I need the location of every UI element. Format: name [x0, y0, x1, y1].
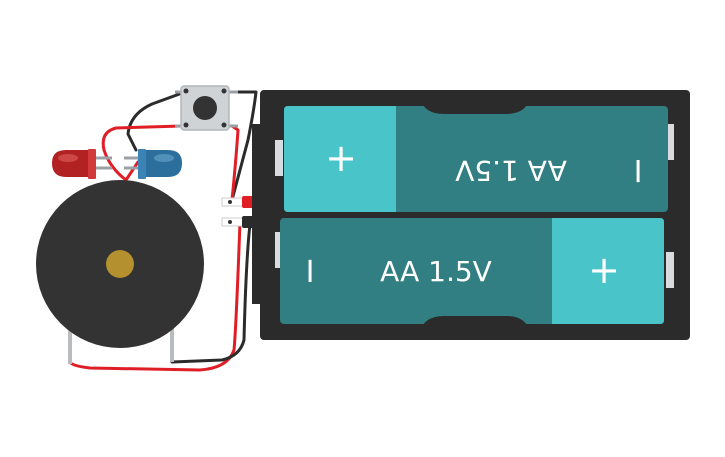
- wires: [68, 90, 258, 372]
- battery-bottom-label: AA 1.5V: [380, 255, 492, 288]
- battery-top-minus: I: [634, 152, 643, 187]
- push-button[interactable]: [175, 85, 238, 131]
- led-blue: [124, 149, 182, 179]
- button-cap[interactable]: [193, 96, 217, 120]
- buzzer-center: [106, 250, 134, 278]
- wire-red-button-to-led: [101, 124, 184, 152]
- battery-top-cap: [284, 106, 396, 212]
- battery-bottom-cap: [552, 218, 664, 324]
- wire-red-button-to-connector: [230, 124, 240, 202]
- battery-bottom: I AA 1.5V +: [280, 218, 664, 332]
- wire-red-led-cross: [102, 148, 140, 182]
- wire-black-button-to-battery: [230, 90, 258, 202]
- wire-black-battery-to-buzzer: [170, 222, 252, 364]
- battery-top-plus: +: [325, 136, 357, 180]
- battery-top-label: AA 1.5V: [455, 154, 567, 187]
- buzzer: [36, 180, 204, 364]
- wire-black-button-to-led: [126, 90, 187, 152]
- battery-bottom-plus: +: [588, 248, 620, 292]
- battery-top: + AA 1.5V I: [284, 98, 668, 212]
- battery-bottom-minus: I: [306, 255, 315, 290]
- led-red: [52, 149, 112, 179]
